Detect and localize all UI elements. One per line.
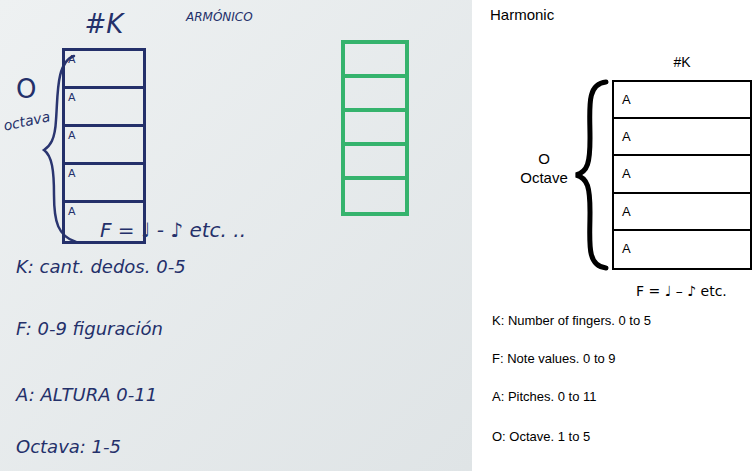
row-text: A xyxy=(622,204,750,219)
row-text: A xyxy=(622,92,750,107)
text-label: Octave xyxy=(516,169,572,186)
text-label: K: Number of fingers. 0 to 5 xyxy=(492,313,651,328)
text-label: Harmonic xyxy=(490,6,554,23)
row-text: A xyxy=(68,129,143,142)
table-row: A xyxy=(614,194,750,231)
text-label: ARMÓNICO xyxy=(186,10,253,24)
table-row: A xyxy=(614,156,750,193)
row-text: A xyxy=(68,53,143,66)
row-text: A xyxy=(68,167,143,180)
row-text: A xyxy=(622,166,750,181)
whiteboard-photo xyxy=(0,0,472,471)
table-heading: #K xyxy=(65,9,143,39)
text-label: O: Octave. 1 to 5 xyxy=(492,429,590,444)
table-row: A xyxy=(65,127,143,165)
green-box xyxy=(343,42,407,214)
table-heading: #K xyxy=(614,54,750,70)
stacked-table: #KAAAAA xyxy=(612,80,752,270)
row-text: A xyxy=(68,205,143,218)
text-label: O xyxy=(516,150,572,167)
table-row: A xyxy=(65,89,143,127)
text-label: A: ALTURA 0-11 xyxy=(16,384,157,405)
text-label: O xyxy=(16,74,36,104)
stacked-table: #KAAAAA xyxy=(62,48,146,244)
table-row: A xyxy=(614,231,750,268)
text-label: Octava: 1-5 xyxy=(16,436,121,457)
curly-brace xyxy=(576,82,606,268)
table-row: A xyxy=(614,82,750,119)
text-label: F = ♩ – ♪ etc. xyxy=(636,283,727,299)
text-label: A: Pitches. 0 to 11 xyxy=(492,389,597,404)
table-row: A xyxy=(65,203,143,241)
text-label: F: Note values. 0 to 9 xyxy=(492,351,616,366)
text-label: F = ♩ - ♪ etc. .. xyxy=(100,218,246,242)
row-text: A xyxy=(622,129,750,144)
table-row: A xyxy=(65,51,143,89)
text-label: F: 0-9 figuración xyxy=(16,318,163,339)
text-label: K: cant. dedos. 0-5 xyxy=(16,256,186,277)
row-text: A xyxy=(68,91,143,104)
row-text: A xyxy=(622,241,750,256)
table-row: A xyxy=(65,165,143,203)
table-row: A xyxy=(614,119,750,156)
